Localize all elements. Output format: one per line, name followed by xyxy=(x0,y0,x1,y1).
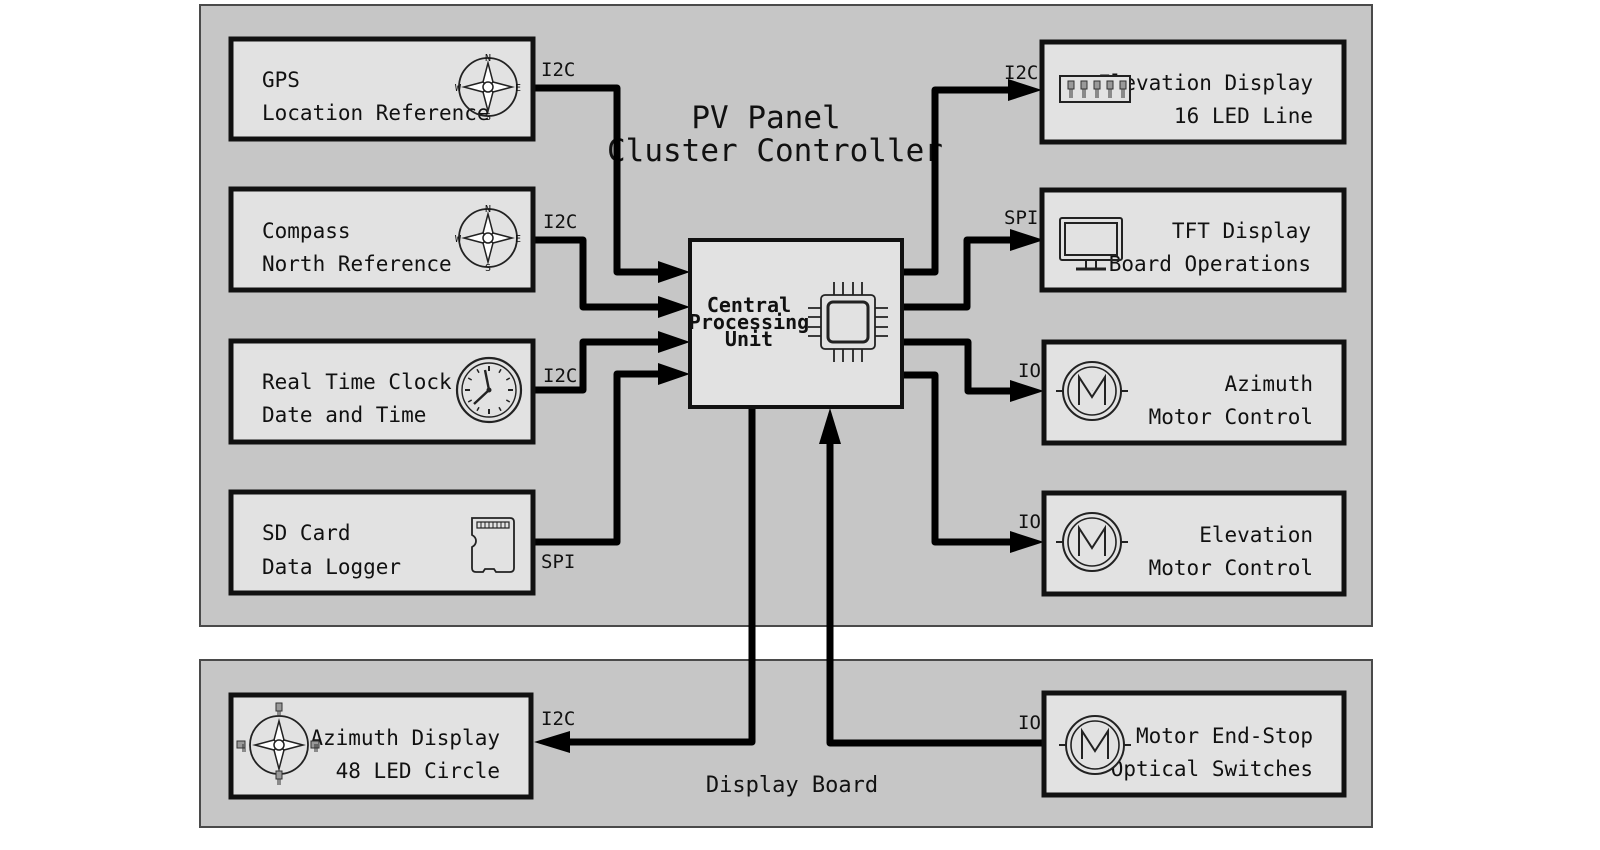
module-elevation-motor: Elevation Motor Control xyxy=(1041,490,1347,597)
module-tft: TFT Display Board Operations xyxy=(1039,187,1347,293)
arrow-tft xyxy=(1010,229,1044,251)
compass-rose-icon: N S E W xyxy=(455,204,521,274)
bus-label-rtc: I2C xyxy=(543,365,577,387)
bus-label-sd: SPI xyxy=(541,551,575,573)
cpu-label-line-2: Processing xyxy=(689,310,809,334)
cpu-label-line-1: Central xyxy=(707,293,791,317)
module-elevation-display: Elevation Display 16 LED Line xyxy=(1039,39,1347,145)
module-sd: SD Card Data Logger xyxy=(228,489,536,596)
wire-elev-disp xyxy=(903,86,1012,276)
endstop-subtitle: Optical Switches xyxy=(1111,757,1313,781)
wire-compass xyxy=(533,236,662,311)
arrow-compass xyxy=(658,296,690,318)
bus-label-gps: I2C xyxy=(541,59,575,81)
wire-endstop xyxy=(826,440,1045,747)
arrow-az-disp xyxy=(534,731,570,753)
arrow-gps xyxy=(658,261,690,283)
sd-subtitle: Data Logger xyxy=(262,555,401,579)
bus-label-el-motor: IO xyxy=(1018,511,1041,533)
module-endstop: Motor End-Stop Optical Switches xyxy=(1041,690,1347,798)
tft-title: TFT Display xyxy=(1172,219,1311,243)
board-title-line-1: PV Panel xyxy=(691,100,840,136)
elev-disp-title: Elevation Display xyxy=(1098,71,1313,95)
compass-rose-icon: N S E W xyxy=(455,53,521,123)
svg-text:E: E xyxy=(515,234,521,245)
bus-label-az-disp: I2C xyxy=(541,708,575,730)
gps-subtitle: Location Reference xyxy=(262,101,490,125)
chip-icon xyxy=(808,282,888,362)
az-disp-title: Azimuth Display xyxy=(310,726,500,750)
tft-subtitle: Board Operations xyxy=(1109,252,1311,276)
cpu-block: Central Processing Unit xyxy=(688,238,904,409)
wire-az-motor xyxy=(903,338,1014,395)
arrowheads xyxy=(534,79,1044,753)
svg-text:S: S xyxy=(485,112,491,123)
cpu-label-line-3: Unit xyxy=(725,327,773,351)
sd-card-icon xyxy=(471,517,515,573)
arrow-el-motor xyxy=(1010,531,1044,553)
compass-subtitle: North Reference xyxy=(262,252,452,276)
compass-title: Compass xyxy=(262,219,351,243)
motor-letter-az: M xyxy=(1092,390,1093,392)
wires xyxy=(533,84,1045,747)
az-motor-subtitle: Motor Control xyxy=(1149,405,1313,429)
bus-label-endstop: IO xyxy=(1018,712,1041,734)
bus-label-tft: SPI xyxy=(1004,207,1038,229)
svg-text:E: E xyxy=(515,83,521,94)
arrow-sd xyxy=(658,363,690,385)
display-board-label: Display Board xyxy=(706,773,878,798)
el-motor-subtitle: Motor Control xyxy=(1149,556,1313,580)
arrow-rtc xyxy=(658,331,690,353)
led-line-icon xyxy=(1059,75,1131,103)
svg-text:W: W xyxy=(455,83,462,94)
wire-gps xyxy=(533,84,662,276)
wire-rtc xyxy=(533,338,662,394)
svg-text:S: S xyxy=(485,263,491,274)
rtc-subtitle: Date and Time xyxy=(262,403,426,427)
led-compass-icon xyxy=(236,702,320,785)
arrow-elev-disp xyxy=(1008,79,1042,101)
endstop-title: Motor End-Stop xyxy=(1136,724,1313,748)
arrow-az-motor xyxy=(1010,380,1044,402)
module-gps: GPS Location Reference N S E W xyxy=(228,36,536,142)
el-motor-title: Elevation xyxy=(1199,523,1313,547)
rtc-title: Real Time Clock xyxy=(262,370,452,394)
bus-label-az-motor: IO xyxy=(1018,360,1041,382)
wire-sd xyxy=(533,370,662,546)
az-motor-title: Azimuth xyxy=(1224,372,1313,396)
module-compass: Compass North Reference N S E W xyxy=(228,186,536,293)
wire-el-motor xyxy=(903,371,1014,546)
svg-text:W: W xyxy=(455,234,462,245)
monitor-icon xyxy=(1059,217,1123,271)
az-disp-subtitle: 48 LED Circle xyxy=(336,759,500,783)
clock-icon xyxy=(455,356,523,424)
wire-tft xyxy=(903,236,1014,311)
module-azimuth-motor: Azimuth Motor Control xyxy=(1041,339,1347,446)
svg-text:N: N xyxy=(485,53,491,64)
gps-title: GPS xyxy=(262,68,300,92)
module-rtc: Real Time Clock Date and Time xyxy=(228,338,536,445)
module-azimuth-display: Azimuth Display 48 LED Circle xyxy=(228,692,534,800)
bus-label-compass: I2C xyxy=(543,211,577,233)
board-title-line-2: Cluster Controller xyxy=(607,133,943,169)
arrow-endstop xyxy=(819,408,841,444)
sd-title: SD Card xyxy=(262,521,351,545)
wire-az-disp xyxy=(566,408,756,746)
bus-label-elev-disp: I2C xyxy=(1004,62,1038,84)
elev-disp-subtitle: 16 LED Line xyxy=(1174,104,1313,128)
svg-text:N: N xyxy=(485,204,491,215)
